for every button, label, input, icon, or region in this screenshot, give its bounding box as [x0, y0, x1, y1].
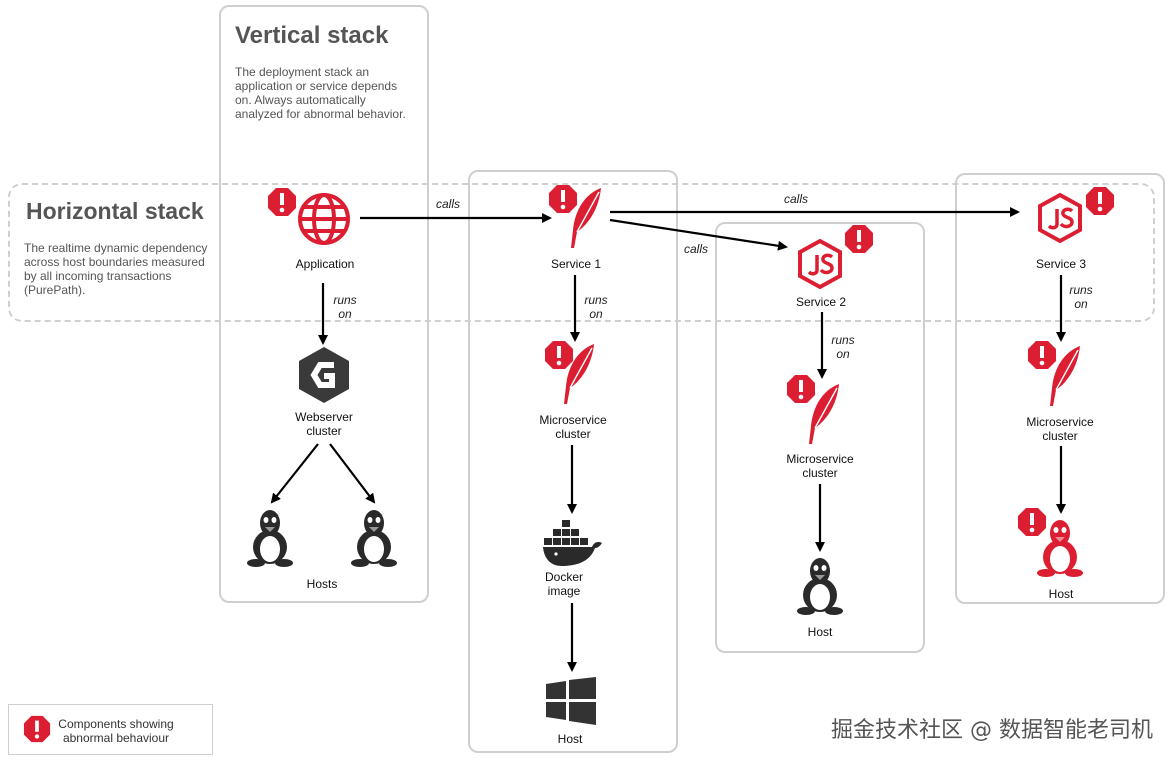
horizontal-stack-band — [8, 183, 1155, 322]
service2-label: Service 2 — [795, 295, 847, 309]
alert-icon — [545, 341, 573, 369]
service3-column-box — [955, 173, 1165, 604]
legend: Components showing abnormal behaviour — [8, 704, 213, 755]
runs-on-label: runs on — [1069, 283, 1093, 311]
hosts-label: Hosts — [306, 577, 338, 591]
microservice-cluster-label: Microservice cluster — [786, 452, 854, 480]
calls-label: calls — [683, 242, 708, 256]
nodejs-icon — [1038, 192, 1082, 244]
docker-icon — [543, 520, 602, 566]
service2-column-box — [715, 222, 925, 653]
legend-label: Components showing abnormal behaviour — [58, 717, 174, 745]
horizontal-stack-title: Horizontal stack — [24, 198, 206, 225]
application-label: Application — [295, 257, 355, 271]
linux-icon — [351, 510, 397, 567]
vertical-stack-title: Vertical stack — [235, 22, 389, 49]
docker-image-label: Docker image — [544, 570, 583, 598]
host-label: Host — [1048, 587, 1074, 601]
host-label: Host — [807, 625, 833, 639]
alert-icon — [549, 185, 577, 213]
arrow-webserver-host-left — [270, 443, 319, 504]
calls-arrow-service1-service2 — [609, 218, 788, 251]
feather-icon — [1050, 346, 1080, 406]
feather-icon — [564, 344, 594, 404]
alert-icon — [845, 225, 873, 253]
webserver-cluster-label: Webserver cluster — [295, 410, 353, 438]
service3-label: Service 3 — [1035, 257, 1087, 271]
runs-on-label: runs on — [831, 333, 855, 361]
alert-icon — [268, 188, 296, 216]
alert-icon — [1018, 508, 1046, 536]
linux-icon — [1037, 520, 1083, 577]
alert-icon — [1028, 341, 1056, 369]
arrow-webserver-host-right — [329, 443, 376, 504]
calls-label: calls — [435, 197, 460, 211]
linux-icon — [797, 558, 843, 615]
service1-label: Service 1 — [550, 257, 602, 271]
calls-label: calls — [783, 192, 808, 206]
nginx-icon — [299, 347, 349, 403]
vertical-stack-box — [219, 5, 429, 603]
service1-column-box — [468, 170, 678, 753]
nodejs-icon — [798, 238, 842, 290]
microservice-cluster-label: Microservice cluster — [539, 413, 607, 441]
runs-on-label: runs on — [333, 293, 357, 321]
alert-icon — [787, 375, 815, 403]
watermark: 掘金技术社区 @ 数据智能老司机 — [831, 718, 1153, 743]
linux-icon — [247, 510, 293, 567]
host-label: Host — [557, 732, 583, 746]
alert-icon — [23, 715, 51, 743]
globe-icon — [298, 193, 350, 245]
vertical-stack-description: The deployment stack an application or s… — [235, 65, 406, 121]
runs-on-label: runs on — [584, 293, 608, 321]
horizontal-stack-description: The realtime dynamic dependency across h… — [24, 241, 208, 297]
microservice-cluster-label: Microservice cluster — [1026, 415, 1094, 443]
alert-icon — [1086, 187, 1114, 215]
feather-icon — [809, 384, 839, 444]
feather-icon — [571, 188, 601, 248]
windows-icon — [546, 677, 596, 725]
